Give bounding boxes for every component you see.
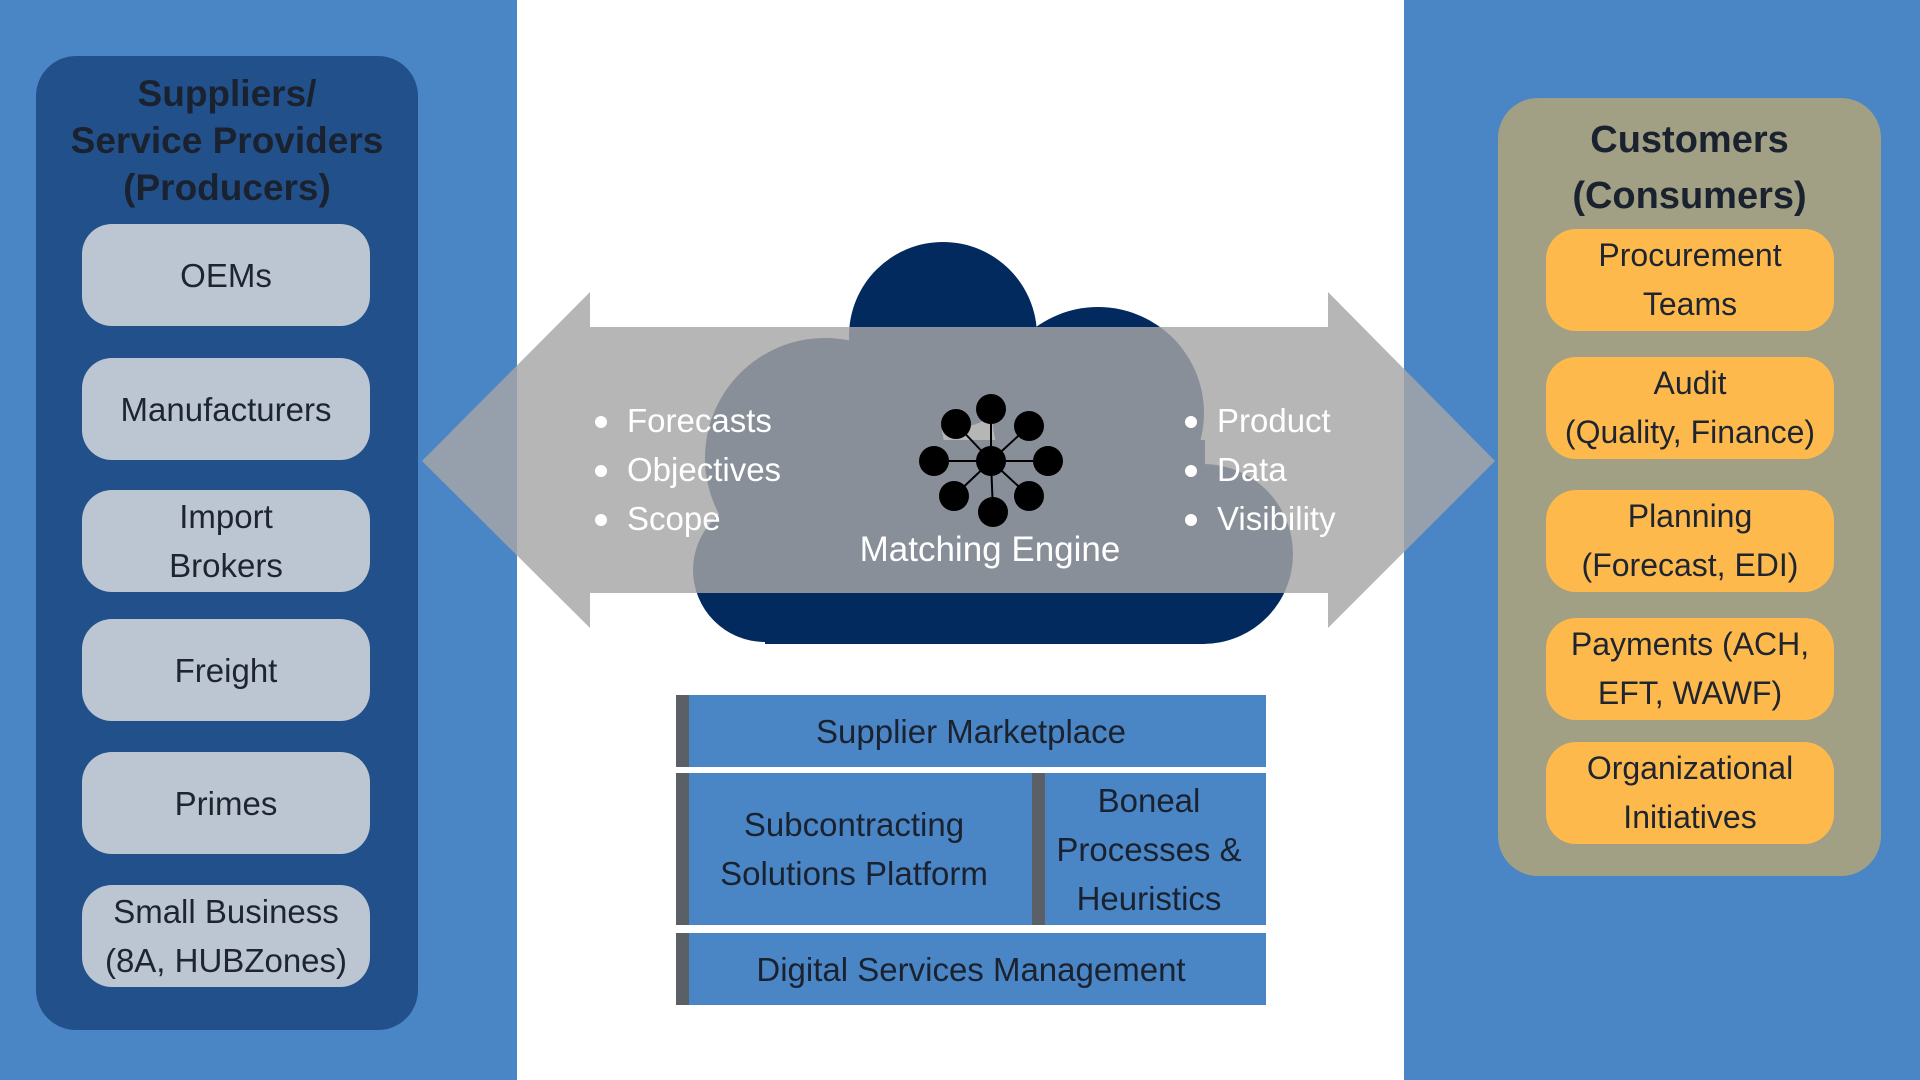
digital-services-box: Digital Services Management <box>676 933 1266 1005</box>
producer-freight: Freight <box>82 619 370 721</box>
producer-manufacturers: Manufacturers <box>82 358 370 460</box>
bullet-scope: Scope <box>595 494 781 543</box>
producers-panel: Suppliers/ Service Providers (Producers)… <box>36 56 418 1030</box>
boneal-processes-box: Boneal Processes & Heuristics <box>1032 773 1266 925</box>
left-bullet-list: Forecasts Objectives Scope <box>595 396 781 543</box>
bullet-visibility: Visibility <box>1185 494 1336 543</box>
network-hub-icon <box>919 394 1063 527</box>
producer-primes: Primes <box>82 752 370 854</box>
bullet-objectives: Objectives <box>595 445 781 494</box>
producer-small-business: Small Business (8A, HUBZones) <box>82 885 370 987</box>
consumers-title: Customers (Consumers) <box>1572 119 1807 217</box>
consumer-organizational-initiatives: Organizational Initiatives <box>1546 742 1834 844</box>
producers-title: Suppliers/ Service Providers (Producers) <box>70 73 384 208</box>
subcontracting-platform-box: Subcontracting Solutions Platform <box>676 773 1032 925</box>
producer-import-brokers: Import Brokers <box>82 490 370 592</box>
consumer-payments: Payments (ACH, EFT, WAWF) <box>1546 618 1834 720</box>
supplier-marketplace-box: Supplier Marketplace <box>676 695 1266 767</box>
consumer-procurement-teams: Procurement Teams <box>1546 229 1834 331</box>
bullet-data: Data <box>1185 445 1336 494</box>
consumer-planning: Planning (Forecast, EDI) <box>1546 490 1834 592</box>
producer-oems: OEMs <box>82 224 370 326</box>
bullet-product: Product <box>1185 396 1336 445</box>
consumers-panel: Customers (Consumers) Procurement Teams … <box>1498 98 1881 876</box>
bullet-forecasts: Forecasts <box>595 396 781 445</box>
matching-engine-label: Matching Engine <box>859 530 1121 569</box>
consumer-audit: Audit (Quality, Finance) <box>1546 357 1834 459</box>
right-bullet-list: Product Data Visibility <box>1185 396 1336 543</box>
